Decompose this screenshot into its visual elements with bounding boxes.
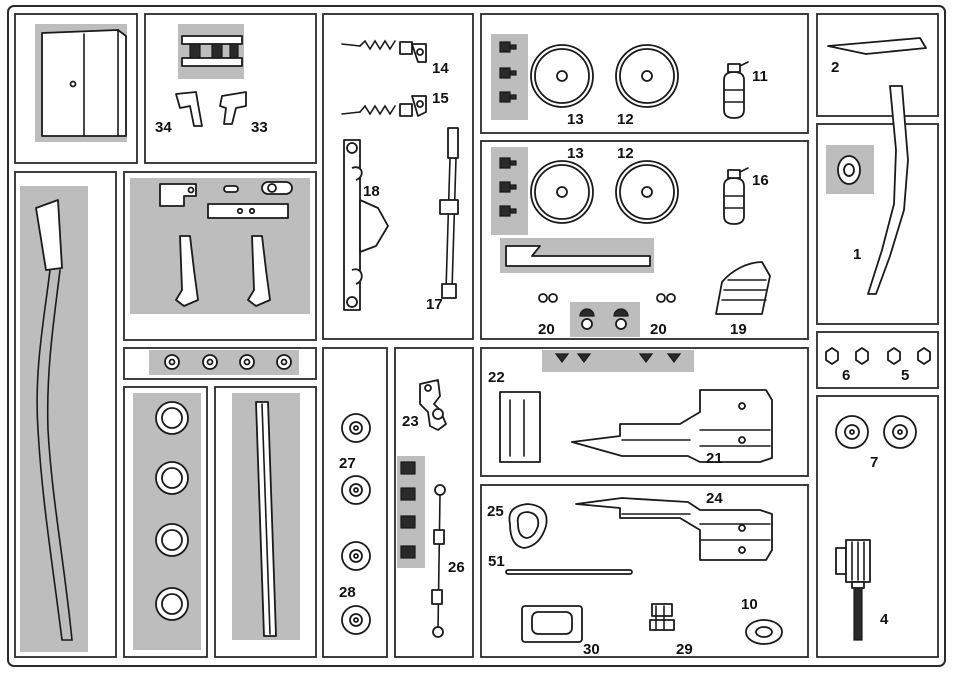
part-label-6: 6 — [842, 367, 850, 384]
part-label-21: 21 — [706, 450, 723, 467]
pad-1-part — [837, 155, 861, 185]
part-label-22: 22 — [488, 369, 505, 386]
door-panel-part — [41, 29, 127, 137]
part-label-33: 33 — [251, 119, 268, 136]
rod-17-part — [439, 127, 459, 299]
compartment — [816, 13, 939, 117]
disc-13-top-part — [530, 44, 594, 108]
frame-18-part — [343, 139, 389, 311]
part-label-16: 16 — [752, 172, 769, 189]
part-label-28: 28 — [339, 584, 356, 601]
part-label-20-left: 20 — [538, 321, 555, 338]
washer-10-part — [745, 619, 783, 645]
compartment — [816, 395, 939, 658]
sprue-frame — [7, 5, 946, 667]
wheel-column-part — [341, 413, 371, 635]
brush-4-part — [835, 539, 871, 641]
part-label-10: 10 — [741, 596, 758, 613]
part-label-30: 30 — [583, 641, 600, 658]
part-labels: 1 2 4 5 6 7 10 11 12 12 13 13 14 15 16 1… — [155, 59, 909, 658]
long-bar-part — [505, 245, 651, 267]
dark-caps-row — [554, 353, 682, 363]
part-label-18: 18 — [363, 183, 380, 200]
blocks-26-part — [400, 461, 416, 559]
seat-frame-19-part — [715, 261, 771, 315]
ring-25-part — [508, 503, 548, 549]
part-label-13-bottom: 13 — [567, 145, 584, 162]
linkage-23-part — [419, 379, 447, 431]
long-rail-part — [255, 401, 277, 637]
bracket-34-part — [175, 91, 203, 127]
long-lever-part — [35, 199, 73, 641]
link-20-right-part — [656, 293, 676, 303]
part-label-51: 51 — [488, 553, 505, 570]
part-label-24: 24 — [706, 490, 723, 507]
cable-26-part — [431, 484, 446, 638]
part-30 — [521, 605, 583, 643]
disc-12-bottom-part — [615, 160, 679, 224]
rack-part — [181, 35, 243, 67]
part-label-5: 5 — [901, 367, 909, 384]
rod-51-part — [505, 569, 633, 575]
knob-set-top — [499, 41, 517, 103]
part-label-17: 17 — [426, 296, 443, 313]
part-label-1: 1 — [853, 246, 861, 263]
part-label-11: 11 — [752, 68, 768, 85]
part-label-7: 7 — [870, 454, 878, 471]
part-label-12-bottom: 12 — [617, 145, 634, 162]
part-label-13-top: 13 — [567, 111, 584, 128]
part-label-12-top: 12 — [617, 111, 634, 128]
caps-20-part — [579, 308, 629, 330]
bracket-set-part — [159, 181, 293, 307]
disc-13-bottom-part — [530, 160, 594, 224]
disc-12-top-part — [615, 44, 679, 108]
ring-row-part — [164, 354, 292, 370]
extinguisher-16-part — [723, 167, 749, 225]
part-label-19: 19 — [730, 321, 747, 338]
part-29 — [649, 603, 675, 631]
part-label-29: 29 — [676, 641, 693, 658]
wheels-7-part — [835, 415, 917, 449]
part-label-4: 4 — [880, 611, 889, 628]
part-label-27: 27 — [339, 455, 356, 472]
nuts-6-5-part — [825, 347, 931, 365]
part-label-2: 2 — [831, 59, 839, 76]
part-label-14: 14 — [432, 60, 449, 77]
part-label-34: 34 — [155, 119, 172, 136]
spring-15-part — [341, 95, 427, 117]
large-ring-column-part — [155, 401, 189, 621]
part-label-20-right: 20 — [650, 321, 667, 338]
extinguisher-11-part — [723, 61, 749, 119]
panel-22-part — [499, 391, 541, 463]
part-label-25: 25 — [487, 503, 504, 520]
spring-14-part — [341, 39, 427, 63]
body-24-part — [575, 497, 773, 561]
part-label-15: 15 — [432, 90, 449, 107]
body-21-part — [571, 389, 773, 463]
blade-2-part — [827, 37, 927, 55]
lever-1-part — [867, 85, 909, 295]
part-label-26: 26 — [448, 559, 465, 576]
link-20-left-part — [538, 293, 558, 303]
bracket-33-part — [219, 91, 247, 125]
part-label-23: 23 — [402, 413, 419, 430]
knob-set-middle — [499, 157, 517, 217]
